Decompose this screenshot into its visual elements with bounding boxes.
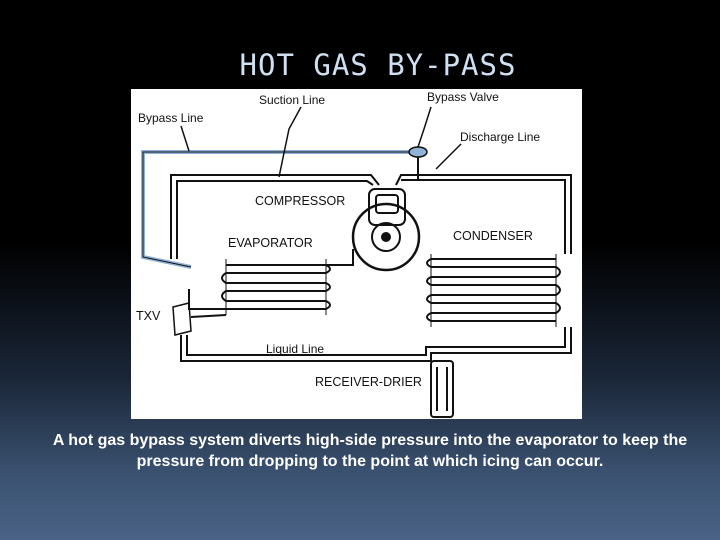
txv-label: TXV [136, 309, 161, 323]
bypass-valve [408, 146, 428, 158]
compressor-label: COMPRESSOR [255, 194, 345, 208]
slide-title: HOT GAS BY-PASS [239, 48, 517, 82]
txv-valve [172, 302, 192, 336]
compressor-body [351, 202, 421, 272]
refrigeration-diagram: Suction Line Bypass Valve Bypass Line Di… [131, 89, 582, 419]
bypass-line-label: Bypass Line [138, 111, 204, 125]
evaporator-coil [221, 259, 331, 315]
receiver-drier-label: RECEIVER-DRIER [315, 375, 422, 389]
suction-line-label: Suction Line [259, 93, 325, 107]
receiver-drier [430, 360, 454, 418]
condenser-label: CONDENSER [453, 229, 533, 243]
condenser-coil [426, 254, 561, 327]
liquid-line-label: Liquid Line [266, 342, 324, 356]
evaporator-label: EVAPORATOR [228, 236, 313, 250]
bypass-valve-label: Bypass Valve [427, 90, 499, 104]
slide-caption: A hot gas bypass system diverts high-sid… [52, 432, 688, 470]
discharge-line-label: Discharge Line [460, 130, 540, 144]
